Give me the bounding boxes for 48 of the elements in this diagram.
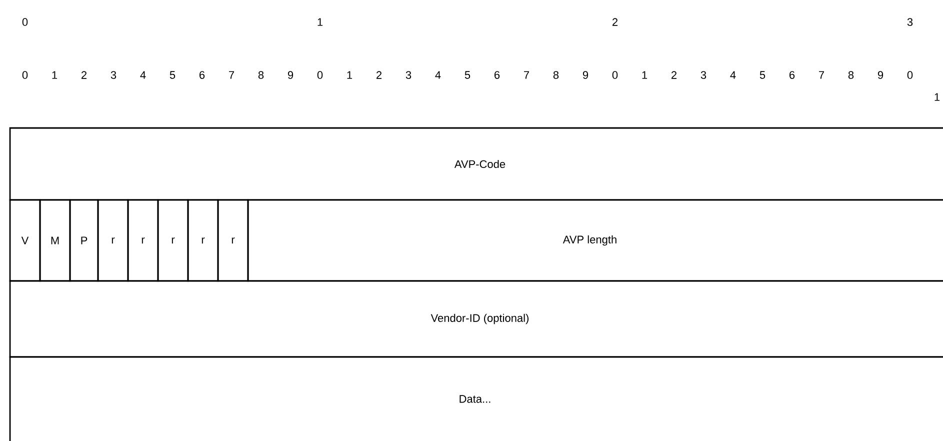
flag-cell: r — [127, 199, 159, 282]
bit-number: 6 — [200, 71, 205, 79]
bit-number: 3 — [700, 71, 706, 79]
bit-number: 0 — [22, 71, 28, 79]
bit-number: 1 — [642, 71, 648, 79]
bit-number: 5 — [464, 71, 470, 79]
bit-number: 1 — [52, 71, 58, 79]
bit-number: 1 — [934, 93, 940, 101]
bit-number: 5 — [760, 71, 766, 79]
bit-number: 6 — [790, 71, 795, 79]
bit-number: 9 — [288, 71, 294, 79]
bit-number: 1 — [347, 71, 352, 79]
bit-number: 3 — [406, 71, 412, 79]
bit-number: 0 — [907, 71, 913, 79]
bit-number: 7 — [819, 71, 824, 79]
bit-number: 0 — [317, 71, 323, 79]
bit-number: 9 — [582, 71, 588, 79]
bit-number: 3 — [907, 18, 913, 26]
flag-cell: P — [69, 199, 99, 282]
bit-number: 4 — [435, 71, 441, 79]
flag-cell: V — [9, 199, 41, 282]
field-row: Data... — [9, 356, 943, 441]
field-row: AVP-Code — [9, 127, 943, 201]
bit-number: 3 — [110, 71, 116, 79]
bit-number: 4 — [140, 71, 146, 79]
field-row: Vendor-ID (optional) — [9, 280, 943, 358]
flag-cell: r — [97, 199, 129, 282]
bit-number: 0 — [22, 18, 28, 26]
bit-number: 2 — [672, 71, 676, 79]
flag-cell: r — [157, 199, 189, 282]
bit-number: 5 — [170, 71, 176, 79]
bit-number: 8 — [848, 71, 854, 79]
bit-number: 9 — [878, 71, 884, 79]
bit-number: 2 — [82, 71, 87, 79]
field-row: AVP length — [247, 199, 943, 282]
bit-number: 8 — [258, 71, 264, 79]
flag-cell: r — [187, 199, 219, 282]
bit-number: 6 — [494, 71, 500, 79]
flag-cell: r — [217, 199, 249, 282]
bit-number: 7 — [229, 71, 234, 79]
flag-cell: M — [39, 199, 71, 282]
bit-number: 8 — [553, 71, 559, 79]
bit-number: 7 — [524, 71, 529, 79]
bit-number: 4 — [730, 71, 736, 79]
bit-number: 0 — [612, 71, 618, 79]
bit-number: 1 — [318, 18, 323, 26]
bit-number: 2 — [376, 71, 382, 79]
bit-number: 2 — [612, 18, 618, 26]
